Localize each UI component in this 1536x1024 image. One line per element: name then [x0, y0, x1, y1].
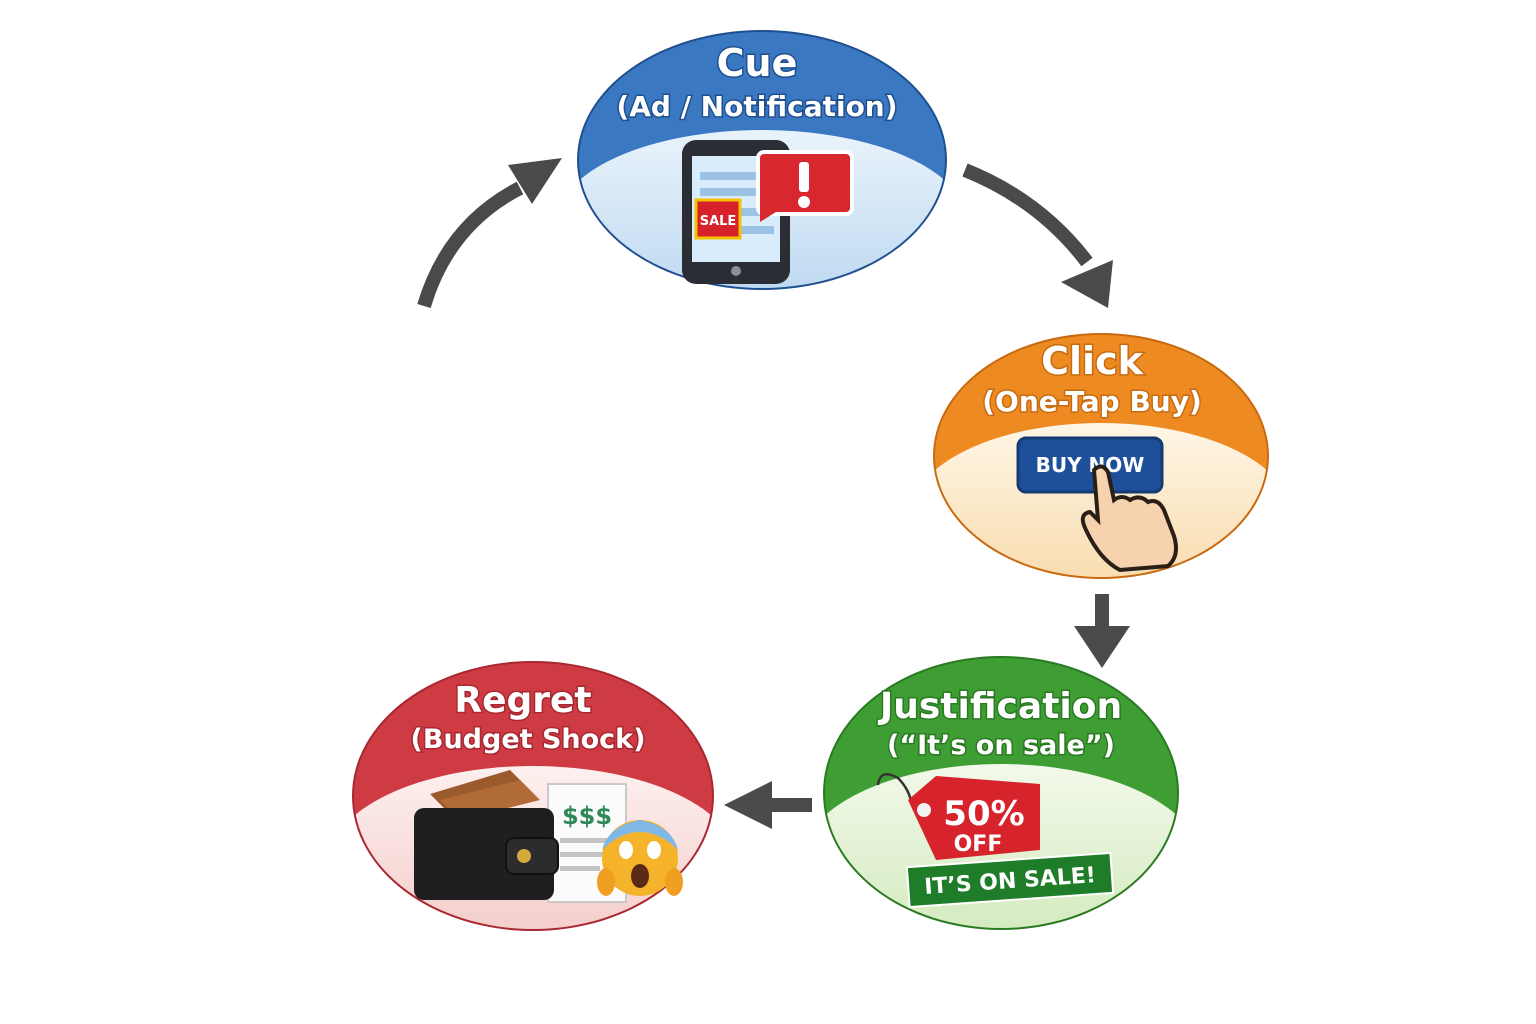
buy-now-button-text: BUY NOW	[1036, 453, 1145, 477]
node-regret: Regret (Budget Shock) $$$	[352, 661, 714, 931]
phone-alert-icon: SALE	[682, 140, 854, 284]
node-justification: Justification (“It’s on sale”) 50% OFF I…	[823, 656, 1179, 930]
node-justification-subtitle: (“It’s on sale”)	[887, 730, 1115, 761]
node-click: Click (One-Tap Buy) BUY NOW	[933, 333, 1269, 579]
node-cue-subtitle: (Ad / Notification)	[616, 90, 897, 123]
sale-tag-icon: 50% OFF IT’S ON SALE!	[876, 773, 1115, 909]
arrow-regret-to-cue	[417, 158, 562, 309]
arrow-justification-to-regret	[724, 781, 812, 829]
wallet-receipt-icon: $$$	[414, 770, 683, 903]
node-click-subtitle: (One-Tap Buy)	[982, 385, 1202, 418]
arrow-cue-to-click	[962, 163, 1113, 308]
node-regret-subtitle: (Budget Shock)	[411, 724, 646, 755]
node-cue-title: Cue	[717, 41, 798, 85]
node-cue: Cue (Ad / Notification) SALE	[577, 30, 947, 290]
node-regret-title: Regret	[454, 680, 591, 721]
tag-percent-text: 50%	[943, 794, 1024, 834]
arrow-click-to-justification	[1074, 594, 1130, 668]
tag-off-text: OFF	[954, 832, 1003, 857]
buy-now-hand-icon: BUY NOW	[1016, 436, 1178, 573]
node-click-title: Click	[1041, 339, 1143, 383]
node-justification-title: Justification	[877, 686, 1122, 727]
receipt-dollar-text: $$$	[562, 802, 612, 830]
sale-badge-text: SALE	[700, 214, 737, 229]
